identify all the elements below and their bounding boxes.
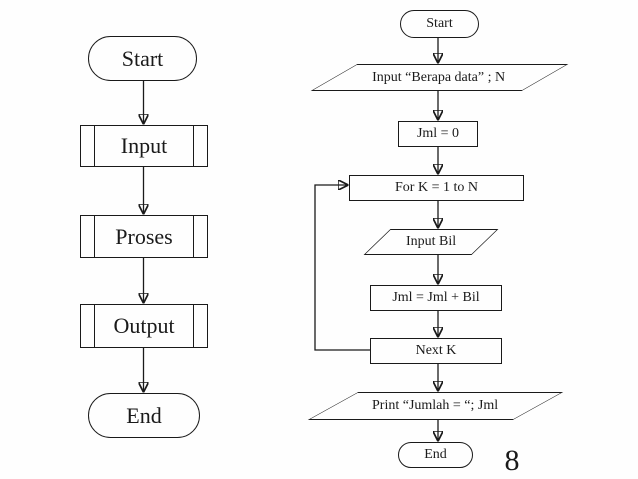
- page-number: 8: [504, 444, 520, 477]
- predefined-process-left-line: [94, 216, 96, 257]
- flow-node-terminator-start: Start: [88, 36, 197, 81]
- flow-node-terminator-end: End: [88, 393, 200, 438]
- flow-node-process-jml-add: Jml = Jml + Bil: [370, 285, 502, 311]
- node-label: Input “Berapa data” ; N: [373, 69, 506, 85]
- node-label: End: [126, 402, 162, 428]
- predefined-process-right-line: [192, 126, 194, 166]
- predefined-process-right-line: [192, 216, 194, 257]
- arrow-loop-nextk-to-for: [314, 185, 370, 351]
- node-label: Start: [426, 16, 453, 31]
- node-label: Input Bil: [405, 234, 457, 249]
- node-label: End: [424, 447, 447, 462]
- flow-node-process-jml-init: Jml = 0: [398, 121, 478, 147]
- predefined-process-left-line: [94, 126, 96, 166]
- flow-node-predefined-input: Input: [80, 125, 208, 167]
- node-label: Output: [113, 313, 175, 338]
- predefined-process-left-line: [94, 305, 96, 347]
- flow-node-predefined-output: Output: [80, 304, 208, 348]
- node-label: Jml = 0: [416, 126, 460, 141]
- flow-node-terminator-start: Start: [400, 10, 479, 38]
- node-label: Input: [120, 133, 168, 158]
- node-label: Start: [121, 45, 164, 71]
- flow-node-process-next-k: Next K: [370, 338, 502, 364]
- predefined-process-right-line: [192, 305, 194, 347]
- flow-node-predefined-proses: Proses: [80, 215, 208, 258]
- flow-node-terminator-end: End: [398, 442, 473, 468]
- node-label: Print “Jumlah = “; Jml: [372, 398, 499, 413]
- node-label: Proses: [115, 223, 173, 249]
- flow-node-process-for-loop: For K = 1 to N: [349, 175, 524, 201]
- node-label: For K = 1 to N: [395, 180, 478, 195]
- node-label: Next K: [415, 343, 457, 358]
- node-label: Jml = Jml + Bil: [392, 290, 480, 305]
